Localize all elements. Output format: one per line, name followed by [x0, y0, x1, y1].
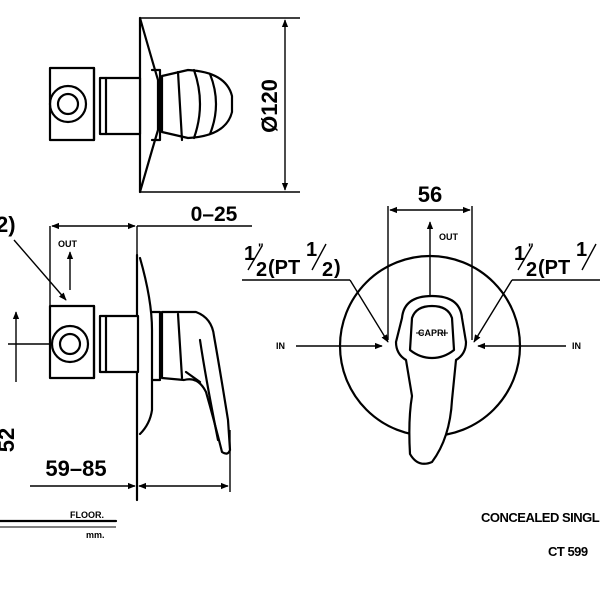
- svg-text:(PT: (PT: [268, 257, 300, 279]
- svg-text:1: 1: [576, 239, 587, 261]
- floor-label: FLOOR.: [70, 510, 104, 520]
- svg-text:1: 1: [306, 239, 317, 261]
- dim-offset: 0–25: [191, 203, 238, 226]
- svg-text:1: 1: [514, 243, 525, 265]
- floor-unit: mm.: [86, 530, 105, 540]
- conn-left-partial: 2): [0, 212, 16, 237]
- svg-text:): ): [334, 257, 341, 279]
- brand-mark: CAPRI: [418, 328, 446, 338]
- svg-text:(PT: (PT: [538, 257, 570, 279]
- front-out-label: OUT: [439, 232, 459, 242]
- conn-label-left: 1 " 2 (PT 1 2 ): [242, 239, 389, 343]
- in-left-label: IN: [276, 341, 285, 351]
- side-out-label: OUT: [58, 239, 78, 249]
- svg-text:": ": [258, 241, 264, 255]
- conn-label-right: 1 " 2 (PT 1: [473, 239, 600, 343]
- in-right-label: IN: [572, 341, 581, 351]
- svg-text:2: 2: [322, 259, 333, 281]
- caption-title: CONCEALED SINGLE: [481, 510, 600, 525]
- svg-text:2: 2: [256, 259, 267, 281]
- side-view: 0–25 2) OUT 52 59–85: [0, 203, 252, 540]
- dim-diameter: Ø120: [257, 79, 282, 133]
- top-view: Ø120: [48, 16, 300, 194]
- svg-text:2: 2: [526, 259, 537, 281]
- front-view: 56 OUT CAPRI IN IN 1 " 2 (PT 1 2 ): [242, 182, 600, 465]
- svg-text:": ": [528, 241, 534, 255]
- dim-width: 56: [418, 182, 442, 207]
- caption-model: CT 599: [548, 544, 588, 559]
- dim-length: 59–85: [45, 456, 106, 481]
- dim-height-partial: 52: [0, 428, 19, 452]
- svg-text:1: 1: [244, 243, 255, 265]
